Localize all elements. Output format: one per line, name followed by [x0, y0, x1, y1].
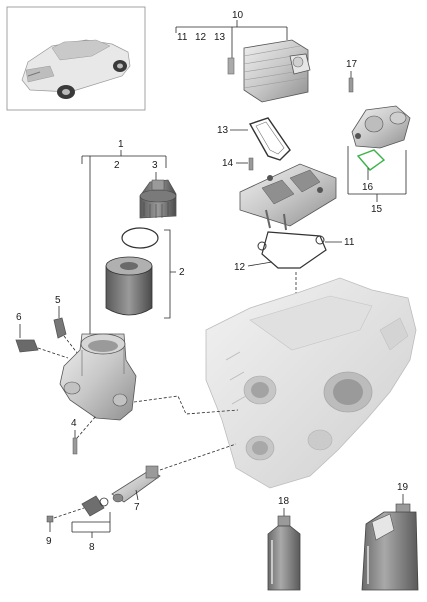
callout-16[interactable]: 16	[362, 182, 374, 193]
callout-18[interactable]: 18	[278, 496, 290, 507]
oil-filter-cap: 3	[139, 160, 177, 219]
callout-19[interactable]: 19	[397, 482, 409, 493]
callout-17[interactable]: 17	[346, 59, 358, 70]
callout-3[interactable]: 3	[152, 160, 158, 171]
vehicle-thumbnail	[6, 6, 146, 111]
sensor-8: 8	[71, 495, 111, 553]
callout-12[interactable]: 12	[234, 262, 246, 273]
bolt-14: 14	[222, 157, 254, 171]
car-thumbnail-icon	[21, 39, 131, 99]
callout-13[interactable]: 13	[217, 125, 229, 136]
oil-filter-housing	[59, 333, 239, 421]
callout-4[interactable]: 4	[71, 418, 77, 429]
sensor-5: 5	[53, 295, 79, 355]
filter-o-ring	[121, 227, 159, 249]
callout-12-group[interactable]: 12	[195, 32, 207, 43]
callout-2[interactable]: 2	[179, 267, 185, 278]
callout-14[interactable]: 14	[222, 158, 234, 169]
callout-5[interactable]: 5	[55, 295, 61, 306]
callout-1[interactable]: 1	[118, 139, 124, 150]
oil-bottle-small: 18	[267, 496, 301, 591]
callout-8[interactable]: 8	[89, 542, 95, 553]
cooler-base-plate	[239, 163, 337, 231]
gasket-16: 16	[356, 149, 386, 193]
bolt-4: 4	[71, 415, 97, 455]
engine-block-icon	[205, 277, 417, 489]
callout-group-15: 15	[347, 146, 407, 215]
bolt-17: 17	[346, 59, 358, 93]
thermostat-housing	[351, 105, 411, 149]
callout-6[interactable]: 6	[16, 312, 22, 323]
callout-15[interactable]: 15	[371, 204, 383, 215]
engine-block	[205, 277, 417, 489]
oil-filter-element	[105, 256, 153, 316]
sensor-6: 6	[15, 312, 69, 359]
gasket-13: 13	[217, 117, 291, 161]
callout-11-group[interactable]: 11	[177, 32, 188, 43]
oil-cooler	[227, 39, 311, 103]
bolt-9: 9	[46, 507, 85, 547]
callout-2-group[interactable]: 2	[114, 160, 120, 171]
callout-13-group[interactable]: 13	[214, 32, 226, 43]
oil-canister-large: 19	[361, 482, 419, 591]
callout-10[interactable]: 10	[232, 10, 244, 21]
callout-group-10: 10 11 12 13	[175, 10, 288, 58]
callout-group-2: 2	[164, 229, 185, 319]
callout-9[interactable]: 9	[46, 536, 52, 547]
callout-11[interactable]: 11	[344, 237, 355, 248]
valve-7: 7	[111, 443, 237, 513]
callout-7[interactable]: 7	[134, 502, 140, 513]
callout-group-1: 1 2	[81, 139, 167, 342]
